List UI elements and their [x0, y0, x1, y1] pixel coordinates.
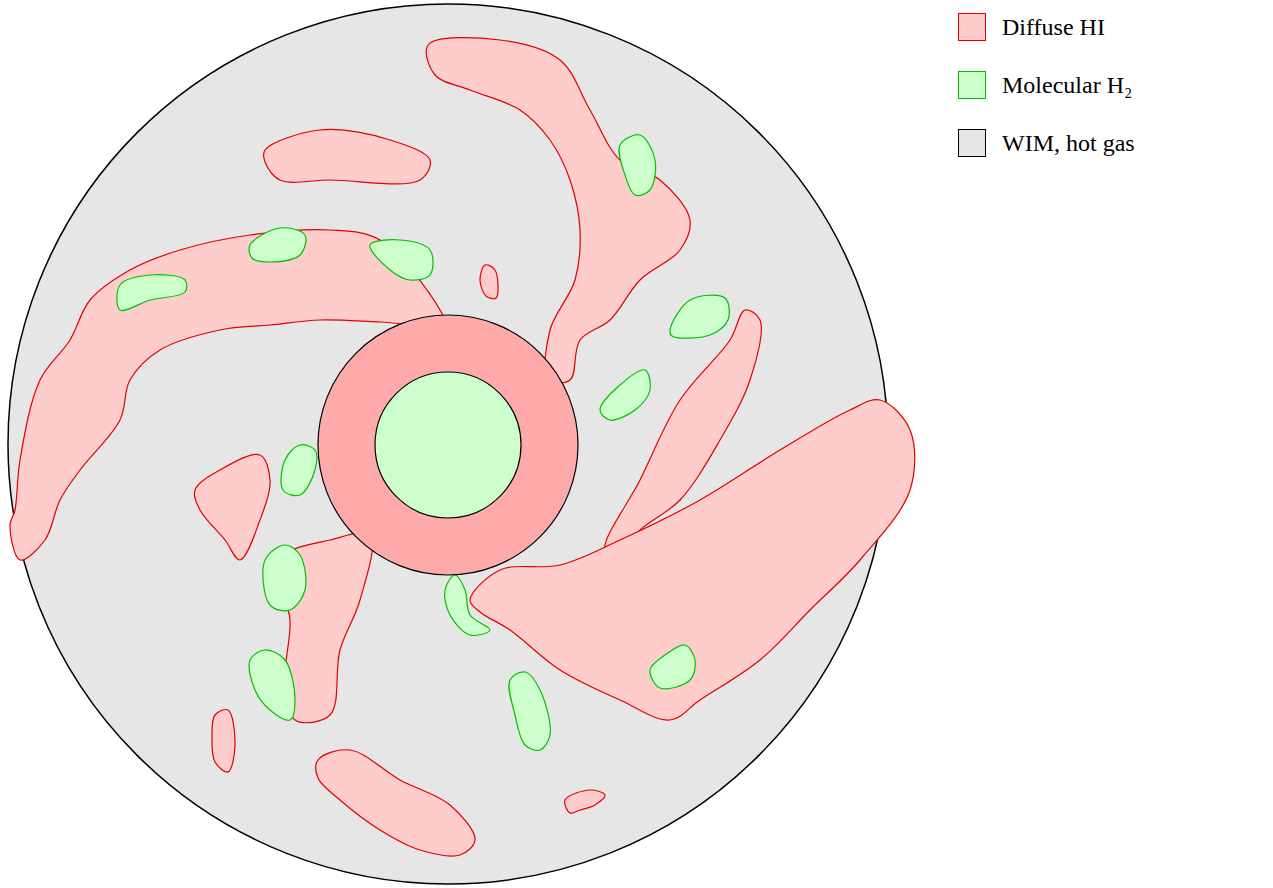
molecular-cloud — [509, 672, 550, 751]
diffuse-hi-region — [480, 265, 498, 299]
molecular-cloud — [117, 275, 187, 311]
molecular-cloud — [650, 645, 695, 689]
legend-swatch — [958, 129, 986, 157]
molecular-cloud — [619, 135, 656, 196]
legend-swatch — [958, 71, 986, 99]
molecular-cloud — [263, 545, 306, 611]
legend-entry: WIM, hot gas — [958, 128, 1135, 158]
molecular-cloud — [370, 240, 433, 280]
central-molecular-core — [375, 372, 521, 518]
central-hi-ring — [318, 315, 578, 575]
molecular-cloud — [600, 370, 650, 420]
molecular-cloud — [249, 228, 306, 262]
diffuse-hi-region — [212, 710, 235, 773]
legend: Diffuse HI Molecular H₂ WIM, hot gas — [958, 12, 1135, 186]
molecular-cloud — [445, 575, 490, 635]
legend-label: Molecular H₂ — [1002, 72, 1132, 99]
diffuse-hi-region — [263, 130, 430, 184]
molecular-cloud — [281, 445, 317, 496]
legend-label: WIM, hot gas — [1002, 130, 1135, 157]
diffuse-hi-region — [316, 750, 475, 856]
legend-entry: Diffuse HI — [958, 12, 1135, 42]
legend-label: Diffuse HI — [1002, 14, 1105, 41]
diffuse-hi-region — [194, 454, 270, 560]
molecular-cloud — [670, 295, 729, 338]
legend-entry: Molecular H₂ — [958, 70, 1135, 100]
legend-swatch — [958, 13, 986, 41]
diffuse-hi-region — [565, 790, 605, 813]
molecular-cloud — [249, 650, 295, 720]
galaxy-disk — [8, 4, 888, 884]
